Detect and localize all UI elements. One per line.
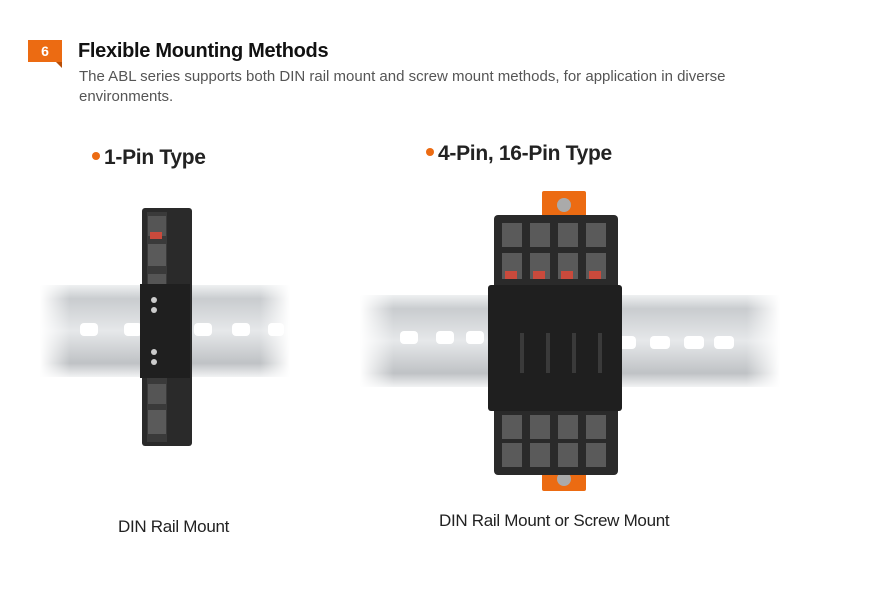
bullet-dot-icon xyxy=(92,152,100,161)
relay-socket-icon xyxy=(140,208,192,446)
type-label-text: 4-Pin, 16-Pin Type xyxy=(438,142,612,165)
bullet-dot-icon xyxy=(426,148,434,157)
product-type-label-4pin: 4-Pin, 16-Pin Type xyxy=(426,142,612,166)
product-caption-1pin: DIN Rail Mount xyxy=(118,517,230,536)
product-type-label-1pin: 1-Pin Type xyxy=(92,146,206,170)
type-label-text: 1-Pin Type xyxy=(104,146,206,169)
section-description: The ABL series supports both DIN rail mo… xyxy=(79,68,726,105)
section-number-badge: 6 xyxy=(28,40,62,68)
din-rail-icon xyxy=(360,191,780,491)
din-rail-icon xyxy=(40,208,290,446)
relay-socket-icon xyxy=(488,191,622,491)
product-caption-4pin: DIN Rail Mount or Screw Mount xyxy=(439,511,670,530)
section-title: Flexible Mounting Methods xyxy=(78,40,329,62)
